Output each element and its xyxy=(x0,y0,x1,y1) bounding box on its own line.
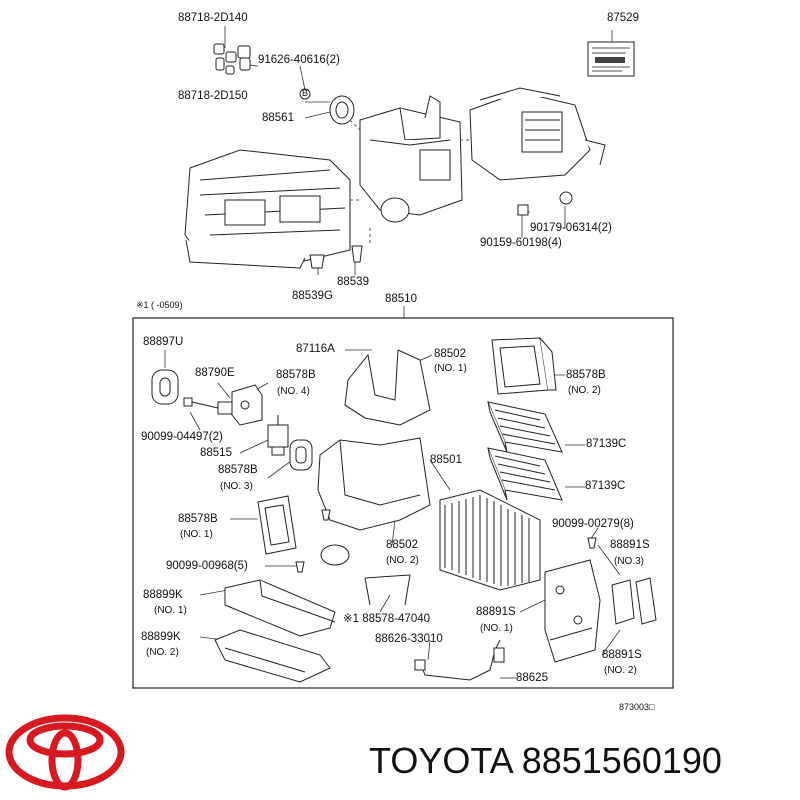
clip-88891s-no2 xyxy=(611,579,635,625)
gasket-88578b-no1 xyxy=(257,495,297,555)
part-label-88502-no1: 88502 xyxy=(434,348,466,360)
harness-88625 xyxy=(414,639,505,681)
right-unit xyxy=(469,87,606,181)
part-label-90099-00968: 90099-00968(5) xyxy=(166,560,248,572)
brand-caption: TOYOTA 8851560190 xyxy=(369,740,722,782)
bracket-88578b-no4 xyxy=(231,384,263,426)
bolt-88790e xyxy=(183,397,233,415)
part-sub-88578b-no4: (NO. 4) xyxy=(277,386,310,397)
case-88502-no2 xyxy=(317,437,431,566)
part-label-90099-00279: 90099-00279(8) xyxy=(552,518,634,530)
evaporator-88501 xyxy=(439,489,541,591)
part-label-87529: 87529 xyxy=(607,12,639,24)
top-fasteners xyxy=(309,191,573,269)
part-label-88502-no2: 88502 xyxy=(386,539,418,551)
part-label-90099-04497: 90099-04497(2) xyxy=(141,431,223,443)
left-housing xyxy=(184,149,351,269)
part-label-88718-2d140: 88718-2D140 xyxy=(178,12,248,24)
part-label-88790e: 88790E xyxy=(195,367,235,379)
part-label-88578b-no3: 88578B xyxy=(218,464,258,476)
clip-88891s-no3 xyxy=(635,577,657,625)
part-label-88891s-no3: 88891S xyxy=(610,539,650,551)
clip-88718-parts xyxy=(213,43,251,75)
part-sub-88502-no2: (NO. 2) xyxy=(386,555,419,566)
part-sub-88899k-no1: (NO. 1) xyxy=(154,605,187,616)
part-label-90159-60198: 90159-60198(4) xyxy=(480,237,562,249)
case-88502-no1 xyxy=(344,349,431,426)
dashed-guides xyxy=(349,119,470,246)
part-label-88899k-no2: 88899K xyxy=(141,631,181,643)
part-label-87139c-upper: 87139C xyxy=(586,438,627,450)
part-label-88891s-no1: 88891S xyxy=(476,606,516,618)
part-label-87116a: 87116A xyxy=(296,343,335,355)
part-sub-88578b-no3: (NO. 3) xyxy=(220,481,253,492)
part-sub-88899k-no2: (NO. 2) xyxy=(146,647,179,658)
filter-87139c-upper xyxy=(487,401,563,453)
part-sub-88578b-no1: (NO. 1) xyxy=(180,529,213,540)
part-label-88561: 88561 xyxy=(262,112,294,124)
part-label-88625: 88625 xyxy=(516,672,548,684)
part-label-88897u: 88897U xyxy=(143,336,184,348)
part-label-90179-06314: 90179-06314(2) xyxy=(530,222,612,234)
part-label-88578b-no2: 88578B xyxy=(566,369,606,381)
part-label-88891s-no2: 88891S xyxy=(602,649,642,661)
callout-b: B xyxy=(302,88,309,98)
part-label-88626-33010: 88626-33010 xyxy=(375,633,443,645)
filter-87139c-lower xyxy=(487,447,563,501)
tray-88899k-no2 xyxy=(214,629,331,683)
gasket-88578b-no2 xyxy=(491,337,557,395)
part-label-88578b-no4: 88578B xyxy=(276,369,316,381)
diagram-footer-code: 873003□ xyxy=(619,702,655,712)
part-number: 8851560190 xyxy=(521,740,722,781)
frame-label-88510: 88510 xyxy=(385,293,417,305)
grommet-88897u xyxy=(151,369,179,405)
top-leader-lines xyxy=(224,26,613,318)
part-label-88515: 88515 xyxy=(200,447,232,459)
gasket-88578b-no3 xyxy=(289,439,313,471)
valve-88515 xyxy=(267,415,289,456)
part-label-88539g: 88539G xyxy=(292,290,333,302)
part-label-88578-47040: ※1 88578-47040 xyxy=(343,613,431,625)
strap-88578-47040 xyxy=(364,574,411,606)
part-sub-88502-no1: (NO. 1) xyxy=(434,363,467,374)
part-sub-88891s-no3: (NO.3) xyxy=(614,556,644,567)
part-sub-88891s-no1: (NO. 1) xyxy=(480,623,513,634)
tray-88899k-no1 xyxy=(224,579,336,637)
part-label-88899k-no1: 88899K xyxy=(143,589,183,601)
screws-frame xyxy=(295,509,597,573)
part-label-87139c-lower: 87139C xyxy=(585,480,626,492)
part-label-88539: 88539 xyxy=(337,276,369,288)
part-label-91626-40616: 91626-40616(2) xyxy=(258,54,340,66)
part-sub-88578b-no2: (NO. 2) xyxy=(568,385,601,396)
toyota-logo xyxy=(5,714,125,791)
grommet-88561 xyxy=(299,88,355,125)
center-unit xyxy=(359,95,463,223)
assembly-frame-88510 xyxy=(132,317,674,689)
part-label-88501: 88501 xyxy=(430,454,462,466)
part-label-88578b-no1: 88578B xyxy=(178,513,218,525)
frame-leader-lines xyxy=(164,349,621,679)
part-sub-88891s-no2: (NO. 2) xyxy=(604,665,637,676)
case-88891s-no1 xyxy=(544,559,601,663)
label-plate-87529 xyxy=(587,41,635,77)
note-range: ※1 ( -0509) xyxy=(136,300,183,310)
part-label-88718-2d150: 88718-2D150 xyxy=(178,90,248,102)
brand-name: TOYOTA xyxy=(369,740,512,781)
